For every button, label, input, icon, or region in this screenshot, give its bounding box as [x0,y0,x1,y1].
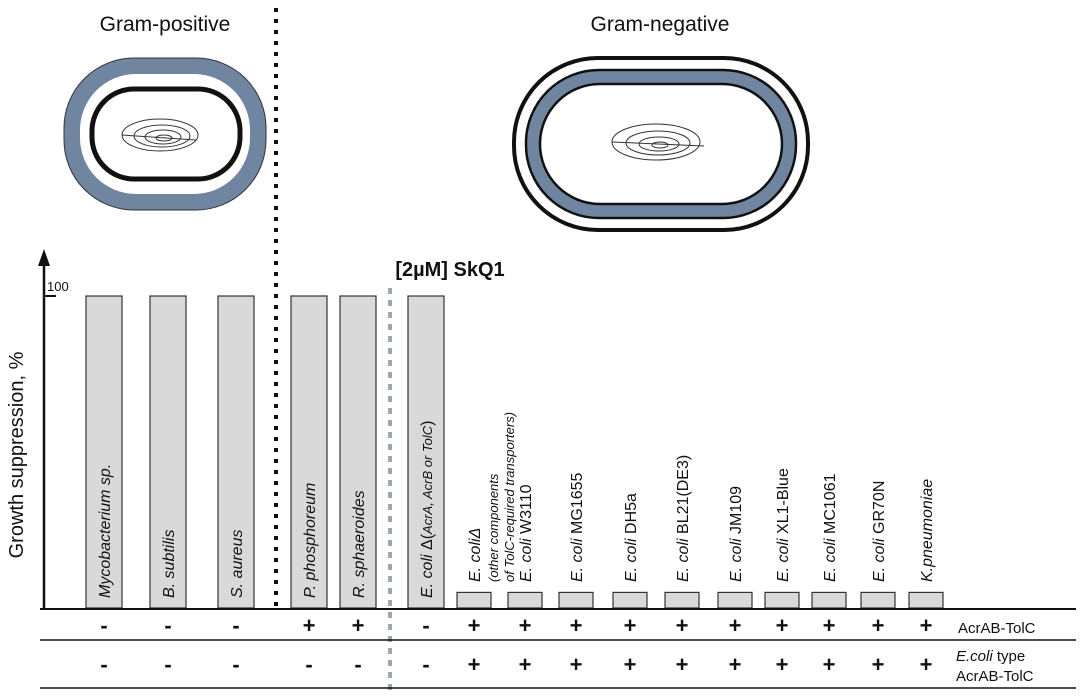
row-label-acrab-tolc: AcrAB-TolC [958,620,1036,637]
ecoli-type-sign: - [305,652,312,677]
acrab-tolc-sign: - [422,613,429,638]
bar-label: E. coli MG1655 [569,473,586,582]
bar-label: R. sphaeroides [351,490,368,598]
ecoli-type-sign: + [519,652,532,677]
gram-negative-cell-diagram [512,56,810,232]
bar-label: E. coliΔ [467,528,484,582]
ecoli-type-sign: + [676,652,689,677]
acrab-tolc-sign: + [570,613,583,638]
y-axis-arrowhead [38,249,50,266]
ecoli-type-sign: + [776,652,789,677]
bar-label: S. aureus [229,530,246,598]
gram-positive-header: Gram-positive [100,13,231,36]
bar-labels: Mycobacterium sp. B. subtilis S. aureus P. … [97,412,936,598]
ecoli-type-sign: + [570,652,583,677]
acrab-tolc-sign: + [729,613,742,638]
gram-negative-header: Gram-negative [591,13,730,36]
acrab-tolc-sign: + [624,613,637,638]
bar [612,591,648,609]
nucleoid-spiral [611,123,705,161]
bar [217,295,255,609]
bar [558,591,594,609]
bar-label: E. coli MC1061 [822,473,839,582]
bar-label-line2: (other components [486,473,501,582]
ecoli-type-sign: - [100,652,107,677]
bar [664,591,700,609]
ecoli-type-sign: - [164,652,171,677]
concentration-label: [2µM] SkQ1 [395,259,504,281]
bar-label: E. coli XL1-Blue [775,468,792,582]
bar-label-line3: of TolC-required transporters) [502,412,517,582]
ecoli-type-sign: + [624,652,637,677]
bar-label: P. phosphoreum [302,483,319,598]
y-axis-label: Growth suppression, % [6,351,28,558]
acrab-tolc-sign: + [676,613,689,638]
acrab-tolc-sign: + [776,613,789,638]
bar [811,591,847,609]
bar [764,591,800,609]
acrab-tolc-sign: + [468,613,481,638]
acrab-tolc-sign: + [519,613,532,638]
acrab-tolc-sign: - [232,613,239,638]
sign-rows: - - - + + - + + + + + + + + + + - - - - - - + + + + + + + + + + [100,613,932,677]
bar-label: E. coli W3110 [518,484,535,582]
cytoplasmic-membrane [89,86,243,182]
bar [860,591,896,609]
row-label-ecoli-type-line2: AcrAB-TolC [956,668,1034,685]
bar-label: E. coli BL21(DE3) [675,455,692,582]
bar [339,295,377,609]
bar-label: B. subtilis [161,530,178,598]
bar [717,591,753,609]
row-label-ecoli-type: E.coli type [956,648,1025,665]
ecoli-type-sign: + [468,652,481,677]
bar [290,295,328,609]
bars [85,295,944,609]
nucleoid-spiral [121,118,199,152]
bar [407,295,445,609]
bar-label: E. coli JM109 [728,486,745,582]
ecoli-type-sign: - [354,652,361,677]
acrab-tolc-sign: + [352,613,365,638]
bar-label: Mycobacterium sp. [97,464,114,598]
gram-positive-cell-diagram [63,57,267,211]
ecoli-type-sign: + [872,652,885,677]
bar [456,591,492,609]
bar-label: E. coli DH5a [623,493,640,582]
bar [908,591,944,609]
acrab-tolc-sign: + [920,613,933,638]
ecoli-type-sign: - [422,652,429,677]
acrab-tolc-sign: + [823,613,836,638]
ecoli-type-sign: + [823,652,836,677]
ecoli-type-sign: + [920,652,933,677]
ecoli-type-sign: - [232,652,239,677]
bar-label: E. coli GR70N [871,481,888,582]
acrab-tolc-sign: - [164,613,171,638]
acrab-tolc-sign: + [872,613,885,638]
bar-label: E. coli Δ(AcrA, AcrB or TolC) [419,421,436,599]
acrab-tolc-sign: + [303,613,316,638]
acrab-tolc-sign: - [100,613,107,638]
bar-label: K.pneumoniae [919,479,936,582]
ecoli-type-sign: + [729,652,742,677]
y-tick-label-100: 100 [47,279,69,294]
bar [507,591,543,609]
